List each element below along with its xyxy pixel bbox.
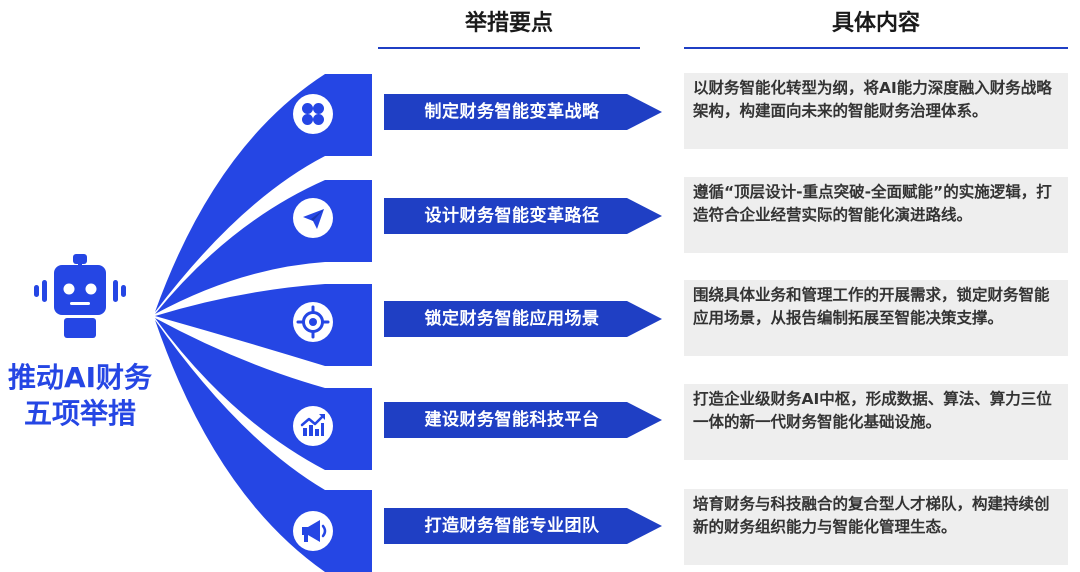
measures-header-underline — [378, 47, 640, 49]
leaf-1 — [155, 74, 372, 312]
paper-plane-icon — [293, 198, 333, 238]
content-box-2: 遵循“顶层设计-重点突破-全面赋能”的实施逻辑，打造符合企业经营实际的智能化演进… — [684, 177, 1068, 253]
measure-label-5: 打造财务智能专业团队 — [424, 516, 600, 536]
center-title-line1: 推动AI财务 — [7, 361, 153, 394]
content-box-3: 围绕具体业务和管理工作的开展需求，锁定财务智能应用场景，从报告编制拓展至智能决策… — [684, 280, 1068, 356]
measure-arrow-1 — [384, 94, 662, 130]
measure-label-3: 锁定财务智能应用场景 — [424, 309, 600, 329]
measure-arrow-2 — [384, 198, 662, 234]
measures-header: 举措要点 — [464, 11, 553, 36]
fan-diagram — [34, 74, 662, 572]
content-box-1: 以财务智能化转型为纲，将AI能力深度融入财务战略架构，构建面向未来的智能财务治理… — [684, 73, 1068, 149]
robot-icon — [34, 254, 126, 338]
trend-chart-icon — [293, 406, 333, 446]
measure-arrow-5 — [384, 508, 662, 544]
measure-label-2: 设计财务智能变革路径 — [424, 206, 600, 226]
content-box-4: 打造企业级财务AI中枢，形成数据、算法、算力三位一体的新一代财务智能化基础设施。 — [684, 384, 1068, 460]
measure-label-4: 建设财务智能科技平台 — [424, 410, 600, 430]
content-box-5: 培育财务与科技融合的复合型人才梯队，构建持续创新的财务组织能力与智能化管理生态。 — [684, 489, 1068, 565]
measure-label-1: 制定财务智能变革战略 — [424, 102, 600, 122]
measure-arrow-4 — [384, 402, 662, 438]
four-petal-icon — [293, 94, 333, 134]
center-title-line2: 五项举措 — [23, 397, 136, 430]
target-icon — [293, 302, 333, 342]
megaphone-icon — [293, 511, 333, 551]
measure-arrow-3 — [384, 301, 662, 337]
content-header-underline — [684, 47, 1068, 49]
leaf-5 — [155, 320, 372, 572]
content-header: 具体内容 — [831, 11, 920, 36]
